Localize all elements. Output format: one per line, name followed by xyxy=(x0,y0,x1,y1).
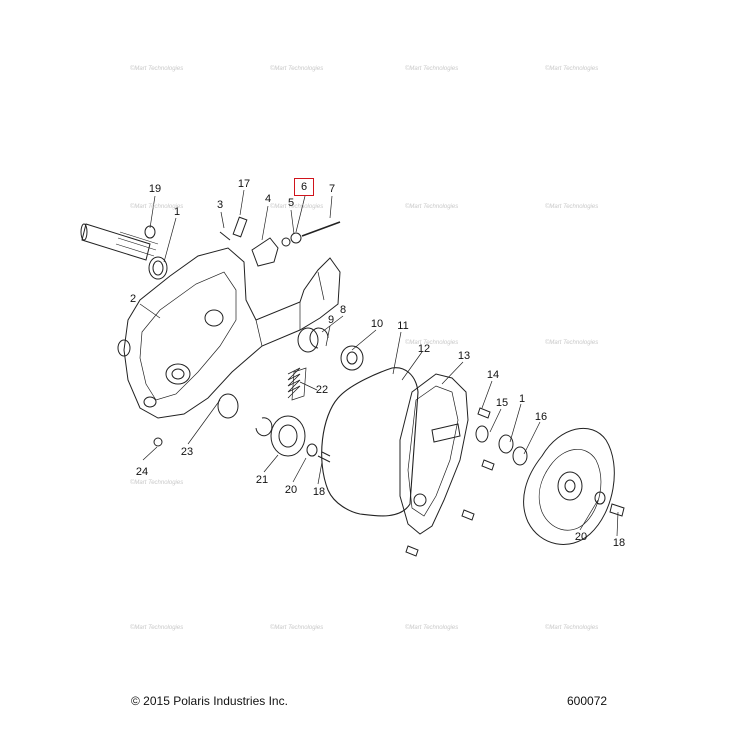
watermark: ©Mart Technologies xyxy=(130,66,184,72)
chaincase-cover xyxy=(399,373,469,535)
callout-6-highlighted[interactable]: 6 xyxy=(294,178,314,196)
drive-chain xyxy=(321,367,419,517)
watermark: ©Mart Technologies xyxy=(405,625,459,631)
watermark: ©Mart Technologies xyxy=(545,340,599,346)
callout-10: 10 xyxy=(370,318,384,330)
fasteners xyxy=(405,407,625,557)
callout-24: 24 xyxy=(135,466,149,478)
callout-12: 12 xyxy=(417,343,431,355)
callout-8: 8 xyxy=(339,304,347,316)
callout-4: 4 xyxy=(264,193,272,205)
callout-20: 20 xyxy=(284,484,298,496)
callout-18: 18 xyxy=(612,537,626,549)
callout-5: 5 xyxy=(287,197,295,209)
callout-1: 1 xyxy=(518,393,526,405)
callout-18: 18 xyxy=(312,486,326,498)
spring xyxy=(287,367,301,399)
watermark: ©Mart Technologies xyxy=(270,625,324,631)
watermark: ©Mart Technologies xyxy=(130,625,184,631)
callout-2: 2 xyxy=(129,293,137,305)
callout-3: 3 xyxy=(216,199,224,211)
watermark: ©Mart Technologies xyxy=(545,66,599,72)
drive-shaft xyxy=(80,223,168,280)
watermark: ©Mart Technologies xyxy=(545,625,599,631)
callout-23: 23 xyxy=(180,446,194,458)
callout-1: 1 xyxy=(173,206,181,218)
callout-15: 15 xyxy=(495,397,509,409)
gear-set xyxy=(153,327,364,463)
watermark: ©Mart Technologies xyxy=(270,66,324,72)
callout-7: 7 xyxy=(328,183,336,195)
watermark: ©Mart Technologies xyxy=(130,480,184,486)
callout-20: 20 xyxy=(574,531,588,543)
tensioner-parts xyxy=(219,216,341,267)
callout-14: 14 xyxy=(486,369,500,381)
callout-17: 17 xyxy=(237,178,251,190)
brake-disc xyxy=(523,427,615,545)
callout-22: 22 xyxy=(315,384,329,396)
watermark: ©Mart Technologies xyxy=(405,340,459,346)
copyright-notice: © 2015 Polaris Industries Inc. xyxy=(131,694,288,708)
watermark: ©Mart Technologies xyxy=(270,204,324,210)
callout-13: 13 xyxy=(457,350,471,362)
callout-21: 21 xyxy=(255,474,269,486)
leader-lines xyxy=(139,189,619,537)
chaincase-housing xyxy=(117,247,341,419)
callout-9: 9 xyxy=(327,314,335,326)
output-bearings xyxy=(475,425,528,466)
watermark: ©Mart Technologies xyxy=(545,204,599,210)
callout-19: 19 xyxy=(148,183,162,195)
callout-16: 16 xyxy=(534,411,548,423)
watermark: ©Mart Technologies xyxy=(130,204,184,210)
watermark: ©Mart Technologies xyxy=(405,204,459,210)
callout-11: 11 xyxy=(397,320,409,332)
diagram-number: 600072 xyxy=(567,694,608,708)
watermark: ©Mart Technologies xyxy=(405,66,459,72)
